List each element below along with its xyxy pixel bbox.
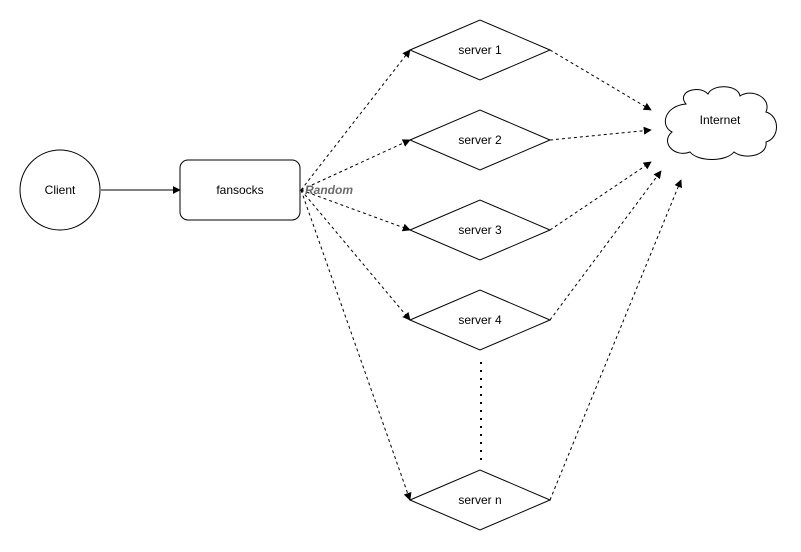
edge-fansocks-to-server-2 [300, 139, 411, 191]
edge-server-2-to-internet [549, 126, 652, 141]
server-label: server 1 [458, 43, 502, 57]
client-label: Client [45, 183, 76, 197]
fansocks-node: fansocks [179, 159, 301, 221]
edge-fansocks-to-server-1 [300, 49, 411, 191]
edge-fansocks-to-server-3 [300, 189, 411, 232]
server-label: server 4 [458, 313, 502, 327]
client-node: Client [19, 149, 101, 231]
cloud-icon [664, 86, 777, 160]
edge-server-n-to-internet [549, 179, 682, 501]
internet-node: Internet [664, 86, 777, 160]
server-label: server 2 [458, 133, 502, 147]
edges [101, 49, 682, 501]
internet-label: Internet [700, 113, 741, 127]
random-label: Random [305, 183, 353, 197]
server-n-node: server n [408, 469, 552, 531]
server-label: server n [458, 493, 501, 507]
server-3-node: server 3 [408, 199, 552, 261]
fansocks-label: fansocks [216, 183, 263, 197]
server-4-node: server 4 [408, 289, 552, 351]
edge-fansocks-to-server-n [300, 189, 412, 501]
edge-server-3-to-internet [549, 161, 652, 231]
edge-server-1-to-internet [549, 49, 652, 111]
server-1-node: server 1 [408, 19, 552, 81]
server-2-node: server 2 [408, 109, 552, 171]
server-label: server 3 [458, 223, 502, 237]
edge-fansocks-to-server-4 [300, 189, 411, 321]
edge-server-4-to-internet [549, 170, 662, 321]
